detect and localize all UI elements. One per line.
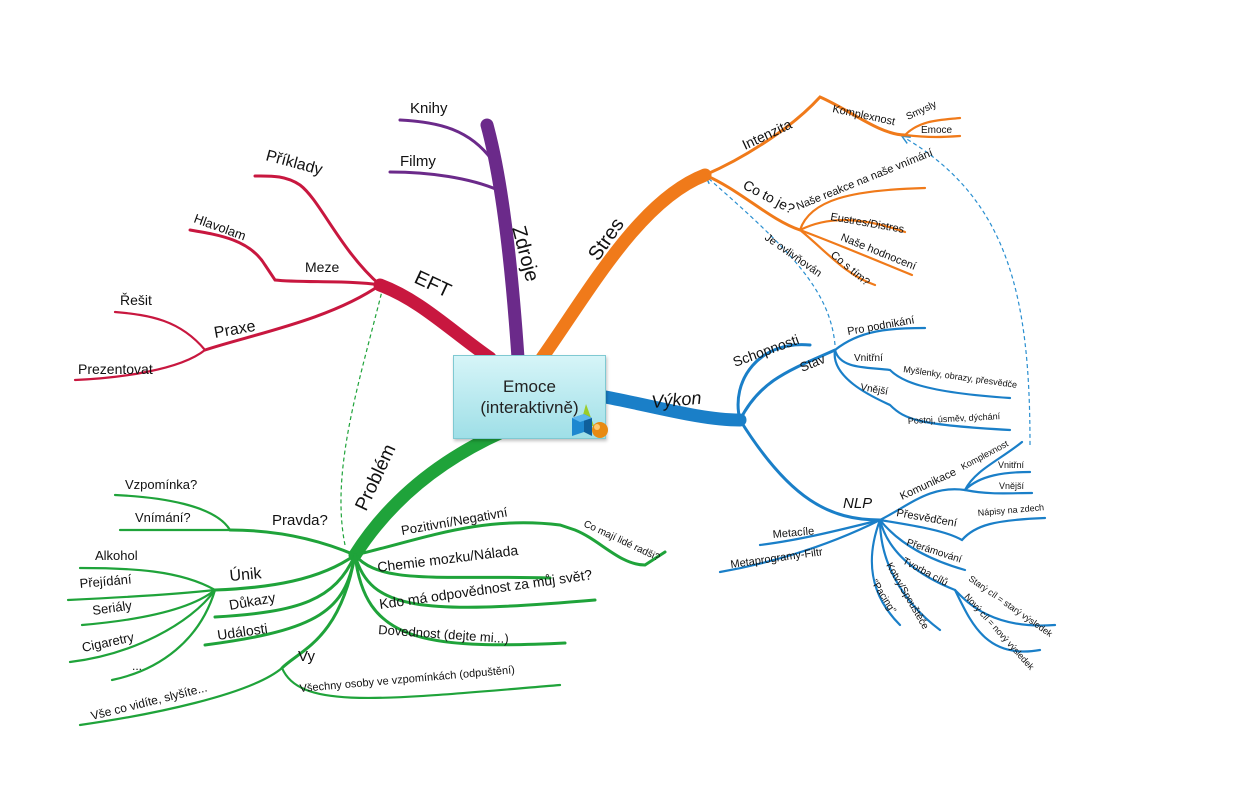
central-topic-subtitle: (interaktivně) bbox=[480, 398, 579, 417]
branch-vykon[interactable]: Výkon Schopnosti Stav Pro podnikání Vnit… bbox=[593, 314, 1057, 672]
node-vzpominka[interactable]: Vzpomínka? bbox=[125, 477, 197, 492]
node-pro-podnikani[interactable]: Pro podnikání bbox=[846, 314, 915, 338]
branch-eft[interactable]: EFT Příklady Hlavolam Meze Řešit Praxe P… bbox=[73, 147, 497, 382]
central-topic-title: Emoce bbox=[503, 377, 556, 396]
node-knihy[interactable]: Knihy bbox=[410, 100, 448, 117]
node-filmy[interactable]: Filmy bbox=[400, 153, 436, 170]
node-tvorba-cilu[interactable]: Tvorba cílů bbox=[901, 555, 950, 589]
node-komplexnost[interactable]: Komplexnost bbox=[831, 103, 896, 128]
node-vnitrni[interactable]: Vnitřní bbox=[854, 353, 883, 364]
node-postoj[interactable]: Postoj, úsměv, dýchání bbox=[908, 411, 1001, 426]
node-pravda[interactable]: Pravda? bbox=[272, 512, 328, 529]
branch-problem[interactable]: Problém Pravda? Vzpomínka? Vnímání? Únik… bbox=[66, 425, 667, 727]
node-eustres[interactable]: Eustres/Distres bbox=[829, 211, 905, 236]
node-napisy[interactable]: Nápisy na zdech bbox=[977, 502, 1044, 518]
node-metacile[interactable]: Metacíle bbox=[772, 525, 814, 541]
node-unik[interactable]: Únik bbox=[229, 563, 264, 585]
node-hlavolam[interactable]: Hlavolam bbox=[192, 211, 248, 244]
relation-line bbox=[708, 178, 836, 346]
node-priklady[interactable]: Příklady bbox=[264, 147, 324, 178]
node-vse-co[interactable]: Vše co vidíte, slyšíte... bbox=[89, 680, 208, 722]
node-metaprogramy[interactable]: Metaprogramy-Filtr bbox=[730, 546, 824, 571]
3d-shapes-icon bbox=[572, 404, 608, 438]
node-presvedceni[interactable]: Přesvědčení bbox=[895, 507, 957, 529]
relation-line bbox=[340, 286, 384, 546]
node-kom-vnitrni[interactable]: Vnitřní bbox=[998, 460, 1025, 470]
node-praxe[interactable]: Praxe bbox=[213, 318, 257, 342]
node-dukazy[interactable]: Důkazy bbox=[228, 589, 277, 613]
node-resit[interactable]: Řešit bbox=[120, 292, 152, 308]
node-smysly[interactable]: Smysly bbox=[905, 99, 939, 123]
branch-zdroje[interactable]: Zdroje Knihy Filmy bbox=[388, 100, 543, 365]
node-vy[interactable]: Vy bbox=[298, 648, 315, 665]
node-meze[interactable]: Meze bbox=[305, 259, 339, 275]
node-komunikace[interactable]: Komunikace bbox=[898, 466, 958, 502]
node-schopnosti[interactable]: Schopnosti bbox=[731, 331, 802, 370]
node-emoce[interactable]: Emoce bbox=[921, 125, 953, 136]
vykon-label: Výkon bbox=[651, 388, 703, 412]
node-prezentovat[interactable]: Prezentovat bbox=[78, 361, 153, 377]
node-kdo-ma[interactable]: Kdo má odpovědnost za můj svět? bbox=[378, 566, 593, 612]
node-nlp[interactable]: NLP bbox=[843, 495, 872, 512]
node-cigaretry[interactable]: Cigaretry bbox=[81, 629, 136, 655]
relation-line bbox=[905, 138, 1031, 446]
node-alkohol[interactable]: Alkohol bbox=[95, 548, 138, 563]
node-serialy[interactable]: Seriály bbox=[91, 598, 133, 618]
node-vnejsi[interactable]: Vnější bbox=[859, 382, 888, 398]
node-co-to-je[interactable]: Co to je? bbox=[741, 177, 798, 218]
node-prejidani[interactable]: Přejídání bbox=[79, 571, 133, 591]
node-vnimani[interactable]: Vnímání? bbox=[135, 510, 191, 525]
node-chemie[interactable]: Chemie mozku/Nálada bbox=[376, 542, 519, 575]
node-ovlivnovan[interactable]: Je ovlivňován bbox=[762, 232, 823, 280]
node-intenzita[interactable]: Intenzita bbox=[740, 116, 795, 153]
node-udalosti[interactable]: Události bbox=[216, 620, 268, 643]
node-reakce[interactable]: Naše reakce na naše vnímání bbox=[795, 147, 935, 213]
node-pozitivni[interactable]: Pozitivní/Negativní bbox=[400, 504, 509, 538]
node-kom-vnejsi[interactable]: Vnější bbox=[999, 481, 1025, 491]
node-etc[interactable]: ... bbox=[132, 659, 142, 673]
